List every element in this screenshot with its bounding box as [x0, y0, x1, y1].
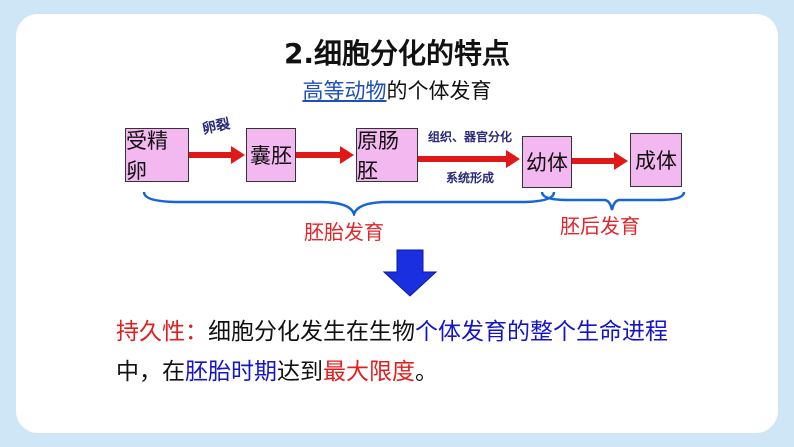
embryo-brace-icon	[142, 191, 556, 216]
statement-text: 。	[415, 359, 438, 385]
arrow-down-icon	[382, 249, 438, 297]
slide-background	[16, 14, 778, 433]
stage-box-adult: 成体	[630, 133, 682, 187]
stage-box-gastrula: 原肠胚	[356, 128, 418, 183]
arrow-label-organ-differentiation: 组织、器官分化	[428, 130, 513, 144]
phase-label-embryonic: 胚胎发育	[304, 220, 384, 244]
persistence-statement: 持久性：细胞分化发生在生物个体发育的整个生命进程中，在胚胎时期达到最大限度。	[116, 312, 696, 392]
arrow-right-icon	[189, 146, 245, 164]
statement-text: 细胞分化发生在生物	[208, 319, 415, 345]
stage-box-larva: 幼体	[522, 136, 572, 188]
statement-emphasis: 最大限度	[323, 359, 415, 385]
subtitle-text: 的个体发育	[386, 79, 492, 103]
subtitle-link[interactable]: 高等动物	[302, 79, 387, 103]
statement-highlight: 胚胎时期	[185, 359, 277, 385]
arrow-right-icon	[296, 146, 354, 164]
stage-box-blastula: 囊胚	[246, 128, 296, 182]
slide-subtitle: 高等动物的个体发育	[0, 75, 794, 105]
arrow-label-system-formation: 系统形成	[446, 171, 495, 185]
arrow-right-icon	[572, 152, 628, 170]
statement-highlight: 个体发育的整个生命进程	[415, 319, 668, 345]
stage-box-fertilized-egg: 受精卵	[125, 128, 189, 183]
slide-title: 2.细胞分化的特点	[283, 37, 511, 70]
statement-text: 达到	[277, 359, 323, 385]
statement-text: 中，在	[116, 359, 185, 385]
statement-heading: 持久性：	[116, 319, 208, 345]
phase-label-post-embryonic: 胚后发育	[560, 214, 640, 238]
arrow-right-icon	[418, 150, 520, 168]
post-embryo-brace-icon	[540, 191, 686, 211]
